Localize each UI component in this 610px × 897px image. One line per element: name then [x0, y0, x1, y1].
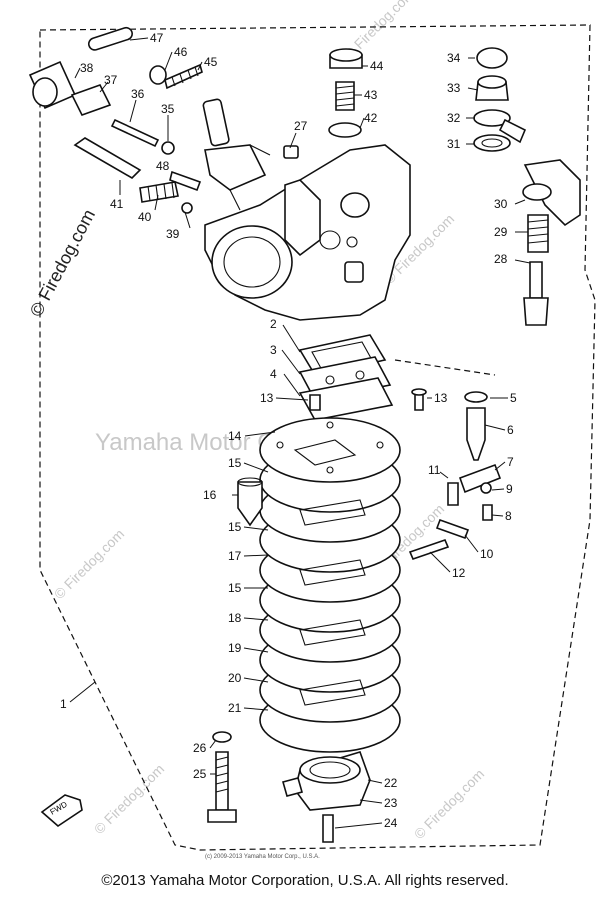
callout-25: 25 [193, 767, 207, 781]
callout-31: 31 [447, 137, 461, 151]
part-45-spring [164, 63, 203, 90]
callout-9: 9 [506, 482, 513, 496]
callout-40: 40 [138, 210, 152, 224]
callout-35: 35 [161, 102, 175, 116]
callout-22: 22 [384, 776, 398, 790]
callout-29: 29 [494, 225, 508, 239]
part-35-clip [161, 141, 175, 155]
callout-34: 34 [447, 51, 461, 65]
callout-13-right: 13 [434, 391, 448, 405]
part-10-pin [435, 518, 470, 540]
callout-43: 43 [364, 88, 378, 102]
callout-26: 26 [193, 741, 207, 755]
callout-37: 37 [104, 73, 118, 87]
callout-45: 45 [204, 55, 218, 69]
part-41-needle [73, 137, 142, 180]
assembly-boundary [39, 24, 596, 851]
callout-38: 38 [80, 61, 94, 75]
callout-42: 42 [364, 111, 378, 125]
callout-11: 11 [428, 463, 441, 477]
callout-27: 27 [294, 119, 308, 133]
watermark-site-4: © Firedog.com [91, 761, 167, 837]
callout-41: 41 [110, 197, 124, 211]
callout-20: 20 [228, 671, 242, 685]
plate-stack [259, 417, 401, 753]
callout-4: 4 [270, 367, 277, 381]
part-23-pipe [282, 777, 303, 797]
callout-15-lower: 15 [228, 581, 242, 595]
watermark-site-2: © Firedog.com [51, 526, 127, 602]
copyright-footer: ©2013 Yamaha Motor Corporation, U.S.A. A… [101, 872, 509, 889]
part-4-gasket [298, 377, 394, 421]
part-30-arm [523, 159, 581, 227]
part-47-pin [87, 26, 133, 51]
callout-30: 30 [494, 197, 508, 211]
callout-6: 6 [507, 423, 514, 437]
leader-1 [69, 681, 96, 703]
callout-8: 8 [505, 509, 512, 523]
part-42-washer [328, 122, 362, 138]
part-24-bolt [322, 814, 334, 843]
part-34-cap [476, 47, 508, 69]
fwd-arrow: FWD [40, 794, 83, 828]
part-27-cap [283, 145, 299, 159]
callout-17: 17 [228, 549, 242, 563]
callout-7: 7 [507, 455, 514, 469]
part-36-shaft [110, 118, 160, 148]
callout-18: 18 [228, 611, 242, 625]
part-37-sleeve [70, 84, 112, 116]
part-8-screw [482, 504, 493, 521]
part-13-screw-a [309, 394, 321, 411]
part-16-fitting [237, 481, 263, 527]
callout-44: 44 [370, 59, 384, 73]
watermark-site-5: © Firedog.com [411, 766, 487, 842]
callout-3: 3 [270, 343, 277, 357]
callout-21: 21 [228, 701, 242, 715]
part-26-washer [212, 731, 232, 743]
part-48-screw [169, 170, 202, 192]
callout-15-top: 15 [228, 456, 242, 470]
part-7-bracket [458, 463, 502, 494]
callout-39: 39 [166, 227, 180, 241]
part-39-ring [181, 202, 193, 214]
part-28-jet [529, 261, 543, 299]
part-31-seal [473, 134, 511, 152]
callout-28: 28 [494, 252, 508, 266]
callout-1: 1 [60, 697, 67, 711]
callout-46: 46 [174, 45, 188, 59]
callout-32: 32 [447, 111, 461, 125]
callout-labels: 47 46 45 38 37 36 35 48 41 40 39 27 44 4… [60, 31, 517, 830]
callout-2: 2 [270, 317, 277, 331]
callout-14: 14 [228, 429, 242, 443]
fine-print: (c) 2009-2013 Yamaha Motor Corp., U.S.A. [205, 854, 320, 860]
callout-36: 36 [131, 87, 145, 101]
part-9-nut [480, 482, 492, 494]
callout-12: 12 [452, 566, 466, 580]
watermark-site-left: © Firedog.com [26, 206, 99, 320]
callout-16: 16 [203, 488, 217, 502]
callout-33: 33 [447, 81, 461, 95]
carburetor-body [202, 98, 411, 321]
part-43-spring [335, 81, 355, 111]
callout-5: 5 [510, 391, 517, 405]
part-5-cap [464, 391, 488, 403]
callout-47: 47 [150, 31, 164, 45]
part-12-rod [408, 539, 450, 560]
callout-48: 48 [156, 159, 170, 173]
callout-13-left: 13 [260, 391, 274, 405]
leader-lines [74, 37, 531, 829]
part-11-spring [447, 482, 459, 506]
part-6-valve [466, 407, 486, 461]
callout-23: 23 [384, 796, 398, 810]
part-46-washer [149, 65, 167, 85]
callout-10: 10 [480, 547, 494, 561]
callout-24: 24 [384, 816, 398, 830]
callout-15-middle: 15 [228, 520, 242, 534]
callout-19: 19 [228, 641, 242, 655]
